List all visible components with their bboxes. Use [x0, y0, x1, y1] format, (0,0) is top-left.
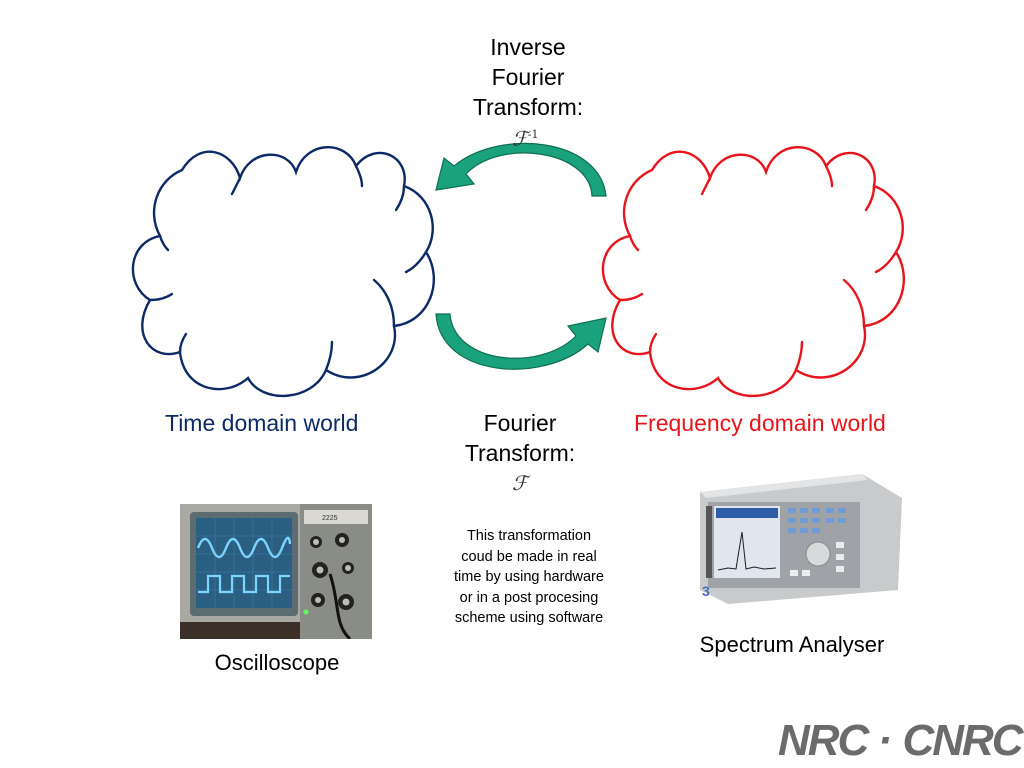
inverse-superscript: -1	[527, 128, 539, 141]
inverse-transform-line-3: Transform:	[472, 94, 584, 120]
note-line-4: or in a post procesing	[459, 589, 599, 606]
transform-diagram	[131, 142, 905, 398]
forward-transform-line-1: Fourier	[483, 410, 557, 436]
oscilloscope-label: Oscilloscope	[214, 650, 340, 675]
logo-separator: ·	[877, 716, 893, 765]
note-line-2: coud be made in real	[461, 548, 597, 565]
inverse-transform-line-1: Inverse	[490, 34, 566, 60]
forward-fourier-symbol: ℱ	[512, 471, 528, 495]
note-line-3: time by using hardware	[454, 569, 604, 585]
forward-transform-label: Fourier Transform:	[440, 408, 600, 468]
note-line-5: scheme using software	[454, 610, 604, 626]
forward-transform-arrow	[435, 313, 607, 370]
note-line-1: This transformation	[466, 528, 592, 544]
transformation-note: This transformation coud be made in real…	[424, 526, 634, 629]
time-domain-label: Time domain world	[165, 410, 359, 436]
inverse-transform-arrow	[435, 142, 607, 197]
inverse-transform-line-2: Fourier	[491, 64, 565, 90]
logo-nrc-text: NRC	[778, 716, 869, 765]
sine-trace	[196, 536, 292, 559]
nrc-cnrc-logo: NRC · CNRC	[778, 716, 1024, 766]
svg-text:3: 3	[702, 583, 710, 599]
inverse-transform-label: Inverse Fourier Transform:	[448, 32, 608, 122]
logo-cnrc-text: CNRC	[902, 716, 1023, 765]
square-trace	[198, 574, 290, 594]
frequency-domain-label: Frequency domain world	[634, 410, 886, 436]
spectrum-analyser-label: Spectrum Analyser	[699, 632, 885, 657]
forward-transform-line-2: Transform:	[464, 440, 576, 466]
time-domain-cloud	[131, 146, 435, 398]
oscilloscope-image: 2225	[180, 504, 372, 639]
svg-text:2225: 2225	[322, 515, 338, 522]
spectrum-analyser-image: 3	[700, 474, 902, 604]
frequency-domain-cloud	[601, 146, 905, 398]
inverse-fourier-symbol: ℱ	[512, 126, 528, 151]
inverse-transform-symbol: ℱ-1	[512, 124, 538, 150]
